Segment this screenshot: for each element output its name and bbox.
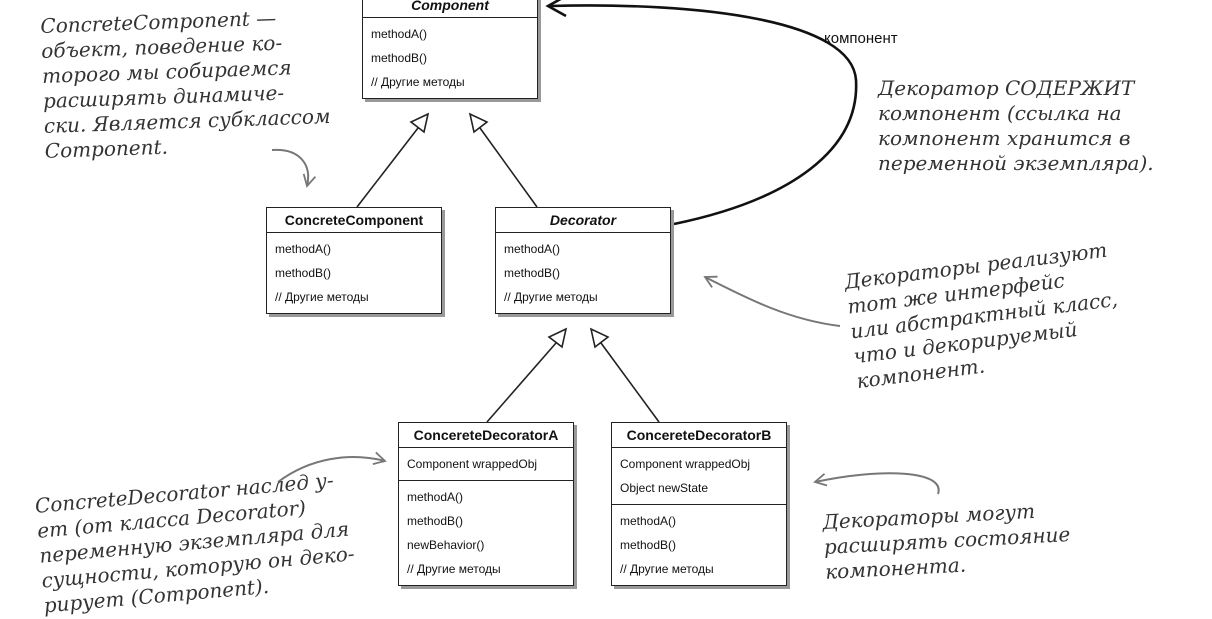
class-methods: methodA() methodB() // Другие методы: [612, 505, 786, 585]
class-name: ConcereteDecoratorA: [399, 423, 573, 448]
class-component: Component methodA() methodB() // Другие …: [362, 0, 538, 99]
class-concrete-decorator-a: ConcereteDecoratorA Component wrappedObj…: [398, 422, 574, 586]
diagram-connectors: [271, 0, 940, 495]
class-methods: methodA() methodB() // Другие методы: [496, 233, 670, 313]
field: Object newState: [620, 481, 709, 495]
class-name: Component: [363, 0, 537, 18]
note-arrow-decorators-implement: [703, 275, 841, 327]
method: methodB(): [275, 266, 332, 280]
field: Component wrappedObj: [407, 457, 538, 471]
method: methodB(): [407, 514, 464, 528]
method: methodA(): [275, 242, 332, 256]
class-fields: Component wrappedObj Object newState: [612, 448, 786, 505]
note-arrow-concretedecorator: [277, 451, 387, 483]
note-decorator-has-component: Декоратор СОДЕРЖИТ компонент (ссылка на …: [878, 76, 1154, 176]
class-concrete-decorator-b: ConcereteDecoratorB Component wrappedObj…: [611, 422, 787, 586]
note-line: компонент хранится в: [878, 126, 1131, 150]
class-name: ConcereteDecoratorB: [612, 423, 786, 448]
class-methods: methodA() methodB() // Другие методы: [267, 233, 441, 313]
note-arrow-concretecomponent: [271, 148, 317, 188]
association-arrowhead: [545, 0, 567, 18]
method: methodB(): [504, 266, 561, 280]
association-label: компонент: [824, 30, 898, 47]
method: methodA(): [504, 242, 561, 256]
class-fields: Component wrappedObj: [399, 448, 573, 481]
class-methods: methodA() methodB() newBehavior() // Дру…: [399, 481, 573, 585]
method: methodB(): [620, 538, 677, 552]
class-name: ConcreteComponent: [267, 208, 441, 233]
method: // Другие методы: [407, 562, 501, 576]
note-line: Декоратор СОДЕРЖИТ: [878, 76, 1135, 100]
method: methodA(): [371, 27, 428, 41]
note-extend-state: Декораторы могут расширять состояние ком…: [822, 497, 1072, 585]
method: // Другие методы: [371, 75, 465, 89]
class-concrete-component: ConcreteComponent methodA() methodB() //…: [266, 207, 442, 314]
method: methodA(): [407, 490, 464, 504]
inheritance-decoratora-to-decorator: [486, 327, 568, 423]
note-line: компонент (ссылка на: [878, 101, 1122, 125]
class-methods: methodA() methodB() // Другие методы: [363, 18, 537, 98]
method: // Другие методы: [275, 290, 369, 304]
inheritance-decorator-to-component: [468, 112, 538, 208]
field: Component wrappedObj: [620, 457, 751, 471]
note-arrow-extend-state: [813, 472, 940, 495]
method: newBehavior(): [407, 538, 485, 552]
association-arc: [549, 4, 858, 226]
note-line: переменной экземпляра).: [878, 151, 1154, 175]
method: // Другие методы: [504, 290, 598, 304]
inheritance-concretecomponent-to-component: [356, 112, 430, 208]
class-name: Decorator: [496, 208, 670, 233]
method: // Другие методы: [620, 562, 714, 576]
class-decorator: Decorator methodA() methodB() // Другие …: [495, 207, 671, 314]
inheritance-decoratorb-to-decorator: [589, 327, 660, 423]
method: methodA(): [620, 514, 677, 528]
note-concrete-component: ConcreteComponent — объект, поведение ко…: [40, 4, 332, 164]
method: methodB(): [371, 51, 428, 65]
